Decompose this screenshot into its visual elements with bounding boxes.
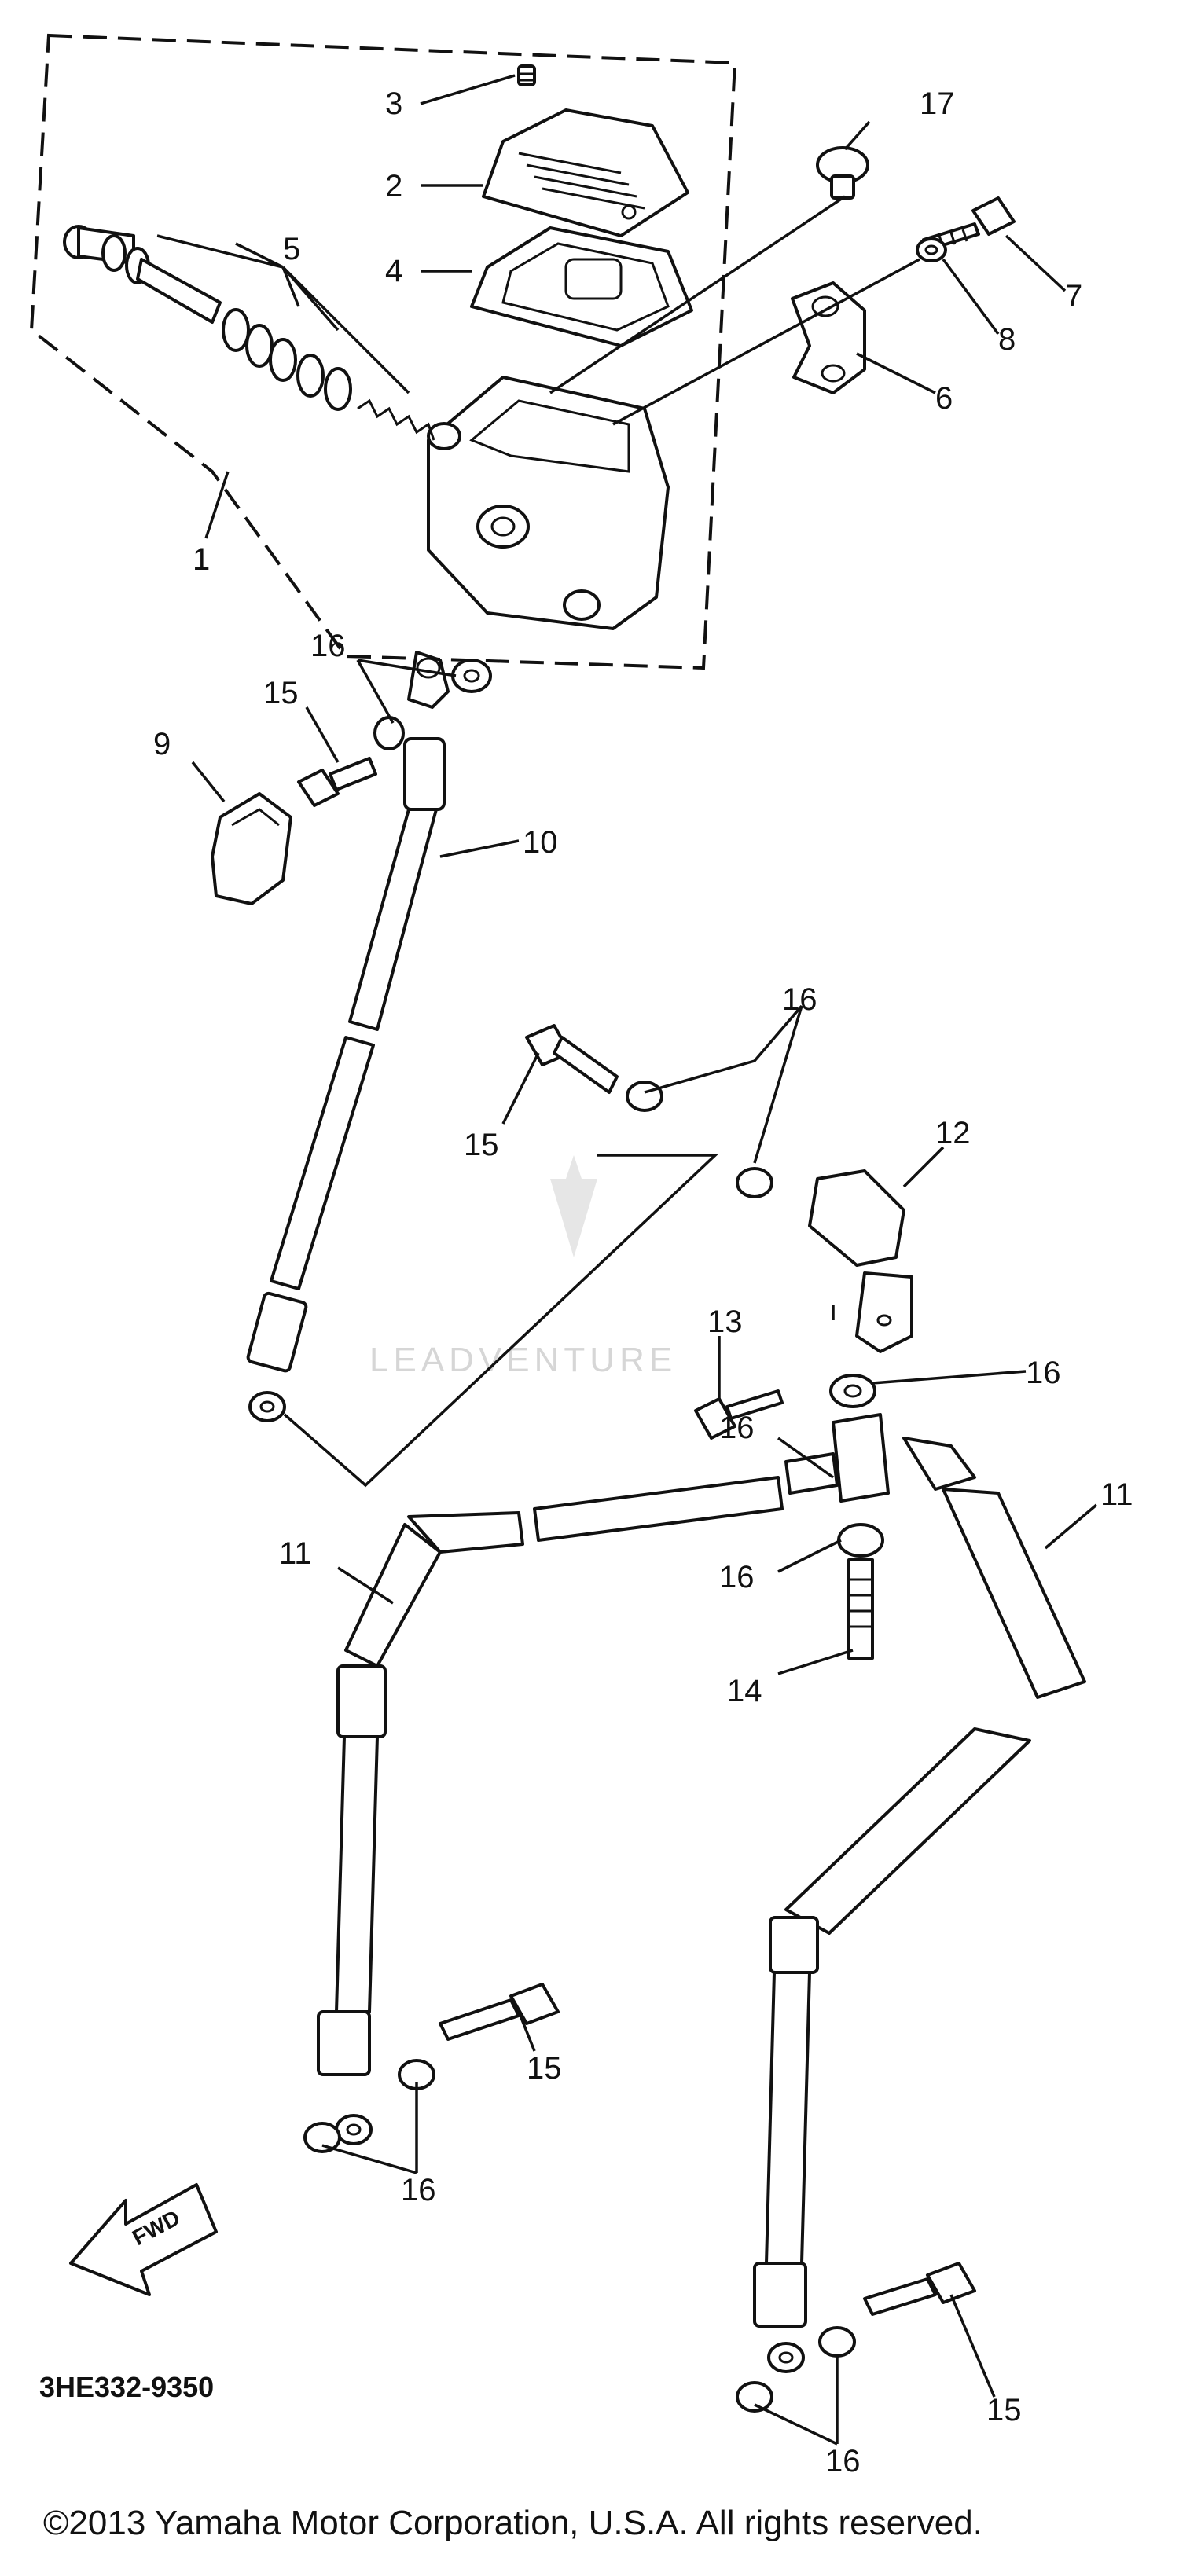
junction-block	[829, 1374, 890, 1660]
banjo-bolt-middle	[525, 1024, 773, 1198]
hose-right-part-11	[753, 1437, 1086, 2373]
callout-5: 5	[283, 232, 300, 266]
hose-part-10	[246, 651, 450, 1422]
screw-part-3	[517, 64, 536, 86]
callout-15b: 15	[464, 1128, 499, 1162]
callout-12: 12	[935, 1116, 971, 1150]
washer-part-8	[916, 237, 947, 262]
callout-16d: 16	[719, 1411, 755, 1445]
callout-15c: 15	[527, 2051, 562, 2086]
callouts: 3 2 4 5 17 7 8 6 1 16 15 9 10 16 15 12 1…	[153, 86, 1133, 2479]
callout-13: 13	[707, 1305, 743, 1339]
diaphragm-part-4	[470, 226, 693, 347]
watermark-text: LEADVENTURE	[369, 1341, 677, 1379]
forward-arrow: FWD	[69, 2183, 218, 2296]
callout-16c: 16	[1026, 1356, 1061, 1390]
bolt-part-13	[694, 1389, 784, 1440]
callout-4: 4	[385, 254, 402, 288]
callout-9: 9	[153, 727, 171, 761]
watermark: LEADVENTURE	[369, 1155, 677, 1379]
banjo-bolt-upper	[297, 659, 492, 807]
callout-2: 2	[385, 169, 402, 204]
piston-kit-part-5	[63, 225, 435, 441]
callout-15a: 15	[263, 676, 299, 710]
leader-lines	[156, 74, 1098, 2446]
holder-part-6	[791, 281, 866, 394]
cover-part-9	[211, 792, 292, 905]
callout-1: 1	[193, 542, 210, 577]
master-cylinder-body	[427, 376, 670, 630]
callout-15d: 15	[986, 2393, 1022, 2427]
callout-16e: 16	[719, 1560, 755, 1594]
callout-10: 10	[523, 825, 558, 860]
hose-left-part-11	[317, 1452, 839, 2145]
callout-3: 3	[385, 86, 402, 121]
banjo-bolt-lower-left	[303, 1983, 560, 2153]
callout-11a: 11	[279, 1536, 312, 1571]
callout-17: 17	[920, 86, 955, 121]
cap-bolt-part-17	[816, 146, 869, 200]
callout-16a: 16	[310, 629, 346, 663]
callout-7: 7	[1065, 279, 1082, 314]
banjo-bolt-lower-right	[736, 2262, 976, 2413]
callout-11b: 11	[1100, 1477, 1133, 1512]
callout-6: 6	[935, 381, 953, 416]
callout-16b: 16	[782, 982, 817, 1017]
copyright-text: ©2013 Yamaha Motor Corporation, U.S.A. A…	[43, 2504, 982, 2542]
connection-line-a	[283, 1154, 719, 1488]
callout-16f: 16	[401, 2173, 436, 2207]
diagram-code: 3HE332-9350	[39, 2371, 214, 2403]
reservoir-cap-part-2	[482, 108, 689, 237]
joint-part-12	[808, 1169, 913, 1353]
callout-8: 8	[998, 322, 1016, 357]
callout-16g: 16	[825, 2444, 861, 2479]
callout-14: 14	[727, 1674, 762, 1708]
